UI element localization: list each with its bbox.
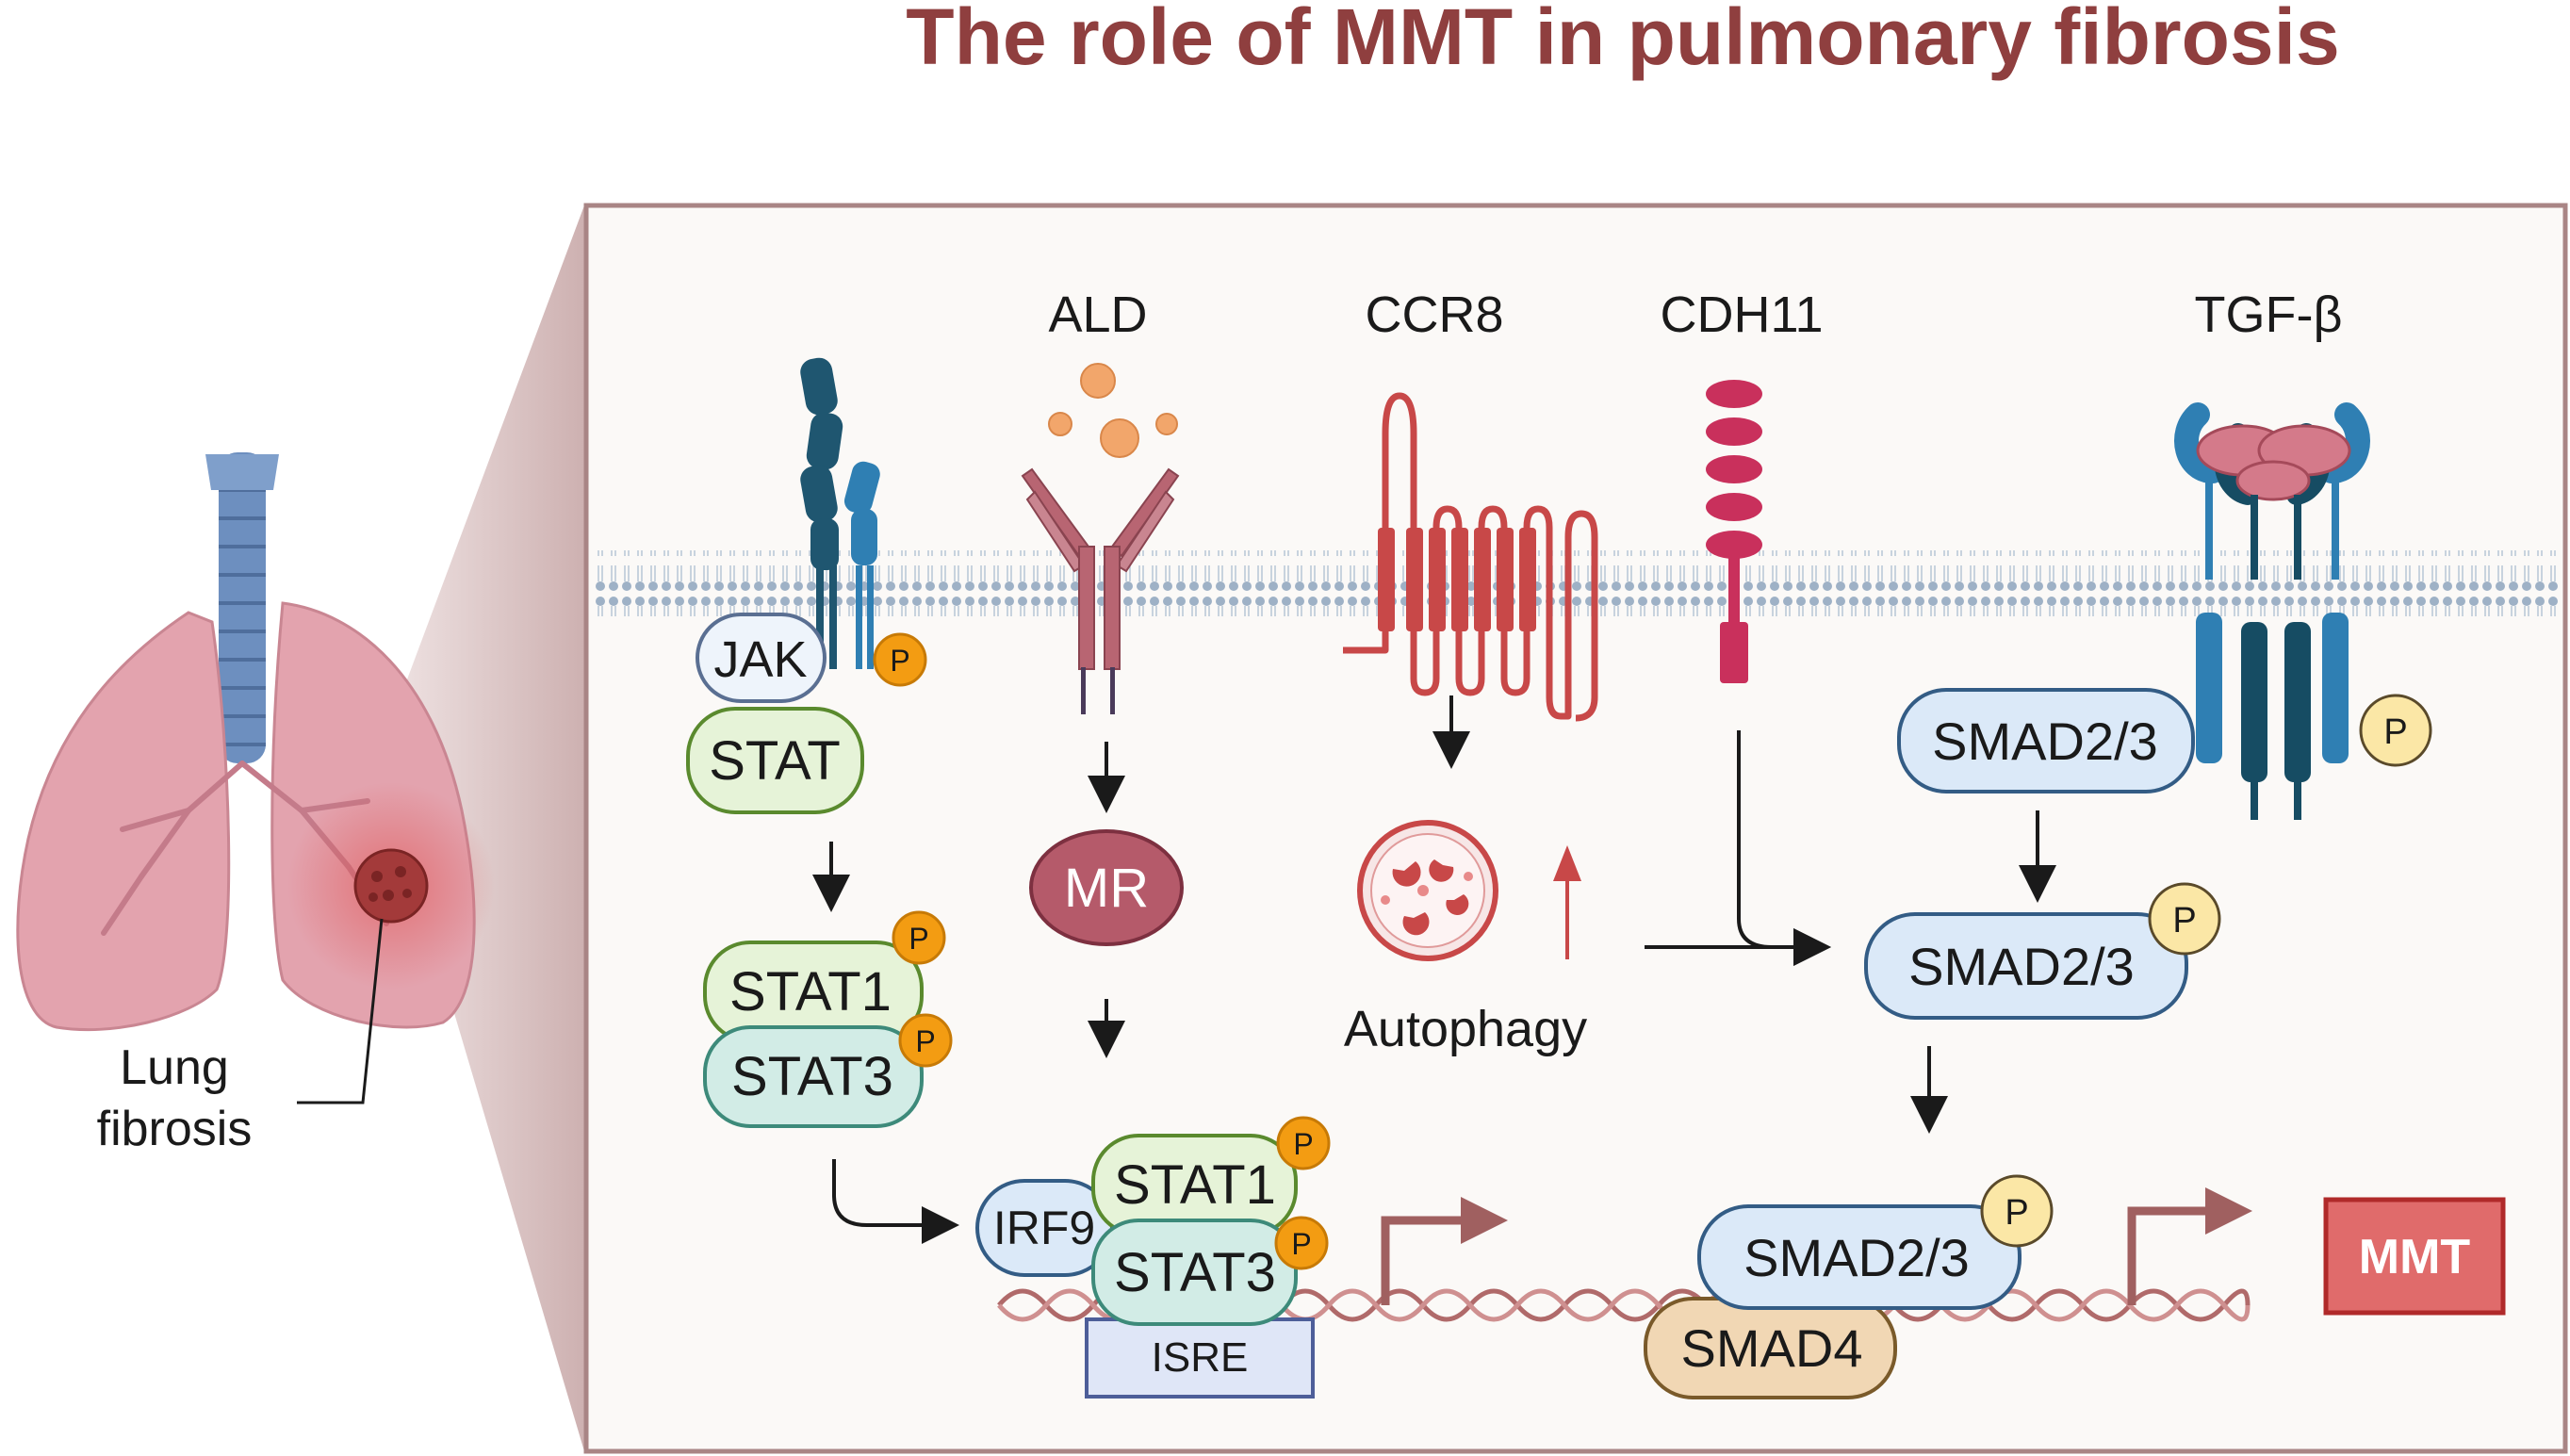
leader-line: [297, 918, 384, 1104]
phospho-nuclear-smad: [1980, 1174, 2054, 1248]
stat-label: STAT: [709, 730, 841, 792]
phospho-smad-cyto-label: P: [2172, 901, 2196, 941]
phospho-jak: [873, 632, 927, 687]
stat-protein: [686, 707, 864, 814]
phospho-jak-label: P: [890, 644, 909, 678]
nuclear-stat3: [1091, 1219, 1298, 1326]
transcription-arrow-1: [1381, 1216, 1465, 1305]
cytokine-receptor: [800, 357, 880, 669]
stat3-protein: [703, 1025, 924, 1128]
figure-title: The role of MMT in pulmonary fibrosis: [906, 0, 2339, 81]
isre-label: ISRE: [1152, 1334, 1249, 1381]
smad23-receptor-bound: [1897, 688, 2195, 793]
autophagosome: [1357, 820, 1498, 961]
phospho-nuclear-smad-label: P: [2005, 1193, 2028, 1233]
cell-panel: [583, 203, 2568, 1454]
label-ald: ALD: [1048, 286, 1147, 343]
nuclear-smad23-label: SMAD2/3: [1743, 1228, 1970, 1287]
mmt-outcome-label: MMT: [2359, 1230, 2471, 1284]
fibrosis-nodule: [353, 848, 429, 924]
label-ccr8: CCR8: [1365, 286, 1503, 343]
stat1-label: STAT1: [729, 961, 892, 1022]
cdh11-receptor: [1706, 380, 1762, 683]
phospho-tgfb: [2359, 694, 2432, 767]
arrow-stat-to-nucleus: [832, 1159, 959, 1244]
mr-label: MR: [1064, 858, 1149, 919]
stat3-label: STAT3: [731, 1046, 893, 1107]
smad4-label: SMAD4: [1681, 1318, 1863, 1378]
phospho-stat3: [898, 1013, 953, 1068]
tgfb-receptor: [2174, 402, 2370, 820]
smad23-receptor-bound-label: SMAD2/3: [1932, 712, 2158, 771]
lung-illustration: [16, 452, 495, 1104]
transcription-arrow-2: [2127, 1206, 2210, 1305]
autophagy-label: Autophagy: [1344, 1001, 1587, 1057]
jak-label: JAK: [713, 631, 807, 688]
mr-receptor: [1021, 467, 1180, 670]
mmt-outcome-box: [2323, 1197, 2506, 1316]
nuclear-stat3-label: STAT3: [1114, 1242, 1276, 1303]
phospho-nuclear-stat3: [1274, 1216, 1329, 1270]
cell-membrane: [594, 550, 2559, 616]
left-lung: [16, 611, 231, 1032]
ald-ligands: [1048, 363, 1178, 458]
organ-label-line1: Lung: [120, 1040, 229, 1095]
nuclear-smad23: [1697, 1204, 2022, 1310]
organ-label-line2: fibrosis: [97, 1102, 253, 1156]
label-cdh11: CDH11: [1660, 286, 1823, 343]
nuclear-stat1-label: STAT1: [1114, 1154, 1276, 1216]
irf9-label: IRF9: [993, 1202, 1095, 1254]
smad23-cytoplasm: [1864, 912, 2188, 1020]
phospho-stat1: [892, 910, 946, 965]
phospho-nuclear-stat1: [1276, 1116, 1331, 1170]
phospho-nuclear-stat3-label: P: [1291, 1227, 1311, 1261]
phospho-stat1-label: P: [909, 922, 928, 956]
phospho-nuclear-stat1-label: P: [1293, 1127, 1313, 1161]
ccr8-receptor: [1343, 392, 1598, 722]
jak-protein: [696, 613, 827, 703]
phospho-tgfb-label: P: [2383, 712, 2407, 752]
phospho-smad-cyto: [2148, 882, 2221, 956]
phospho-stat3-label: P: [915, 1024, 935, 1058]
trachea: [219, 452, 266, 763]
label-tgfb: TGF-β: [2194, 286, 2342, 343]
mr-protein: [1029, 829, 1184, 946]
smad23-cytoplasm-label: SMAD2/3: [1908, 937, 2135, 996]
